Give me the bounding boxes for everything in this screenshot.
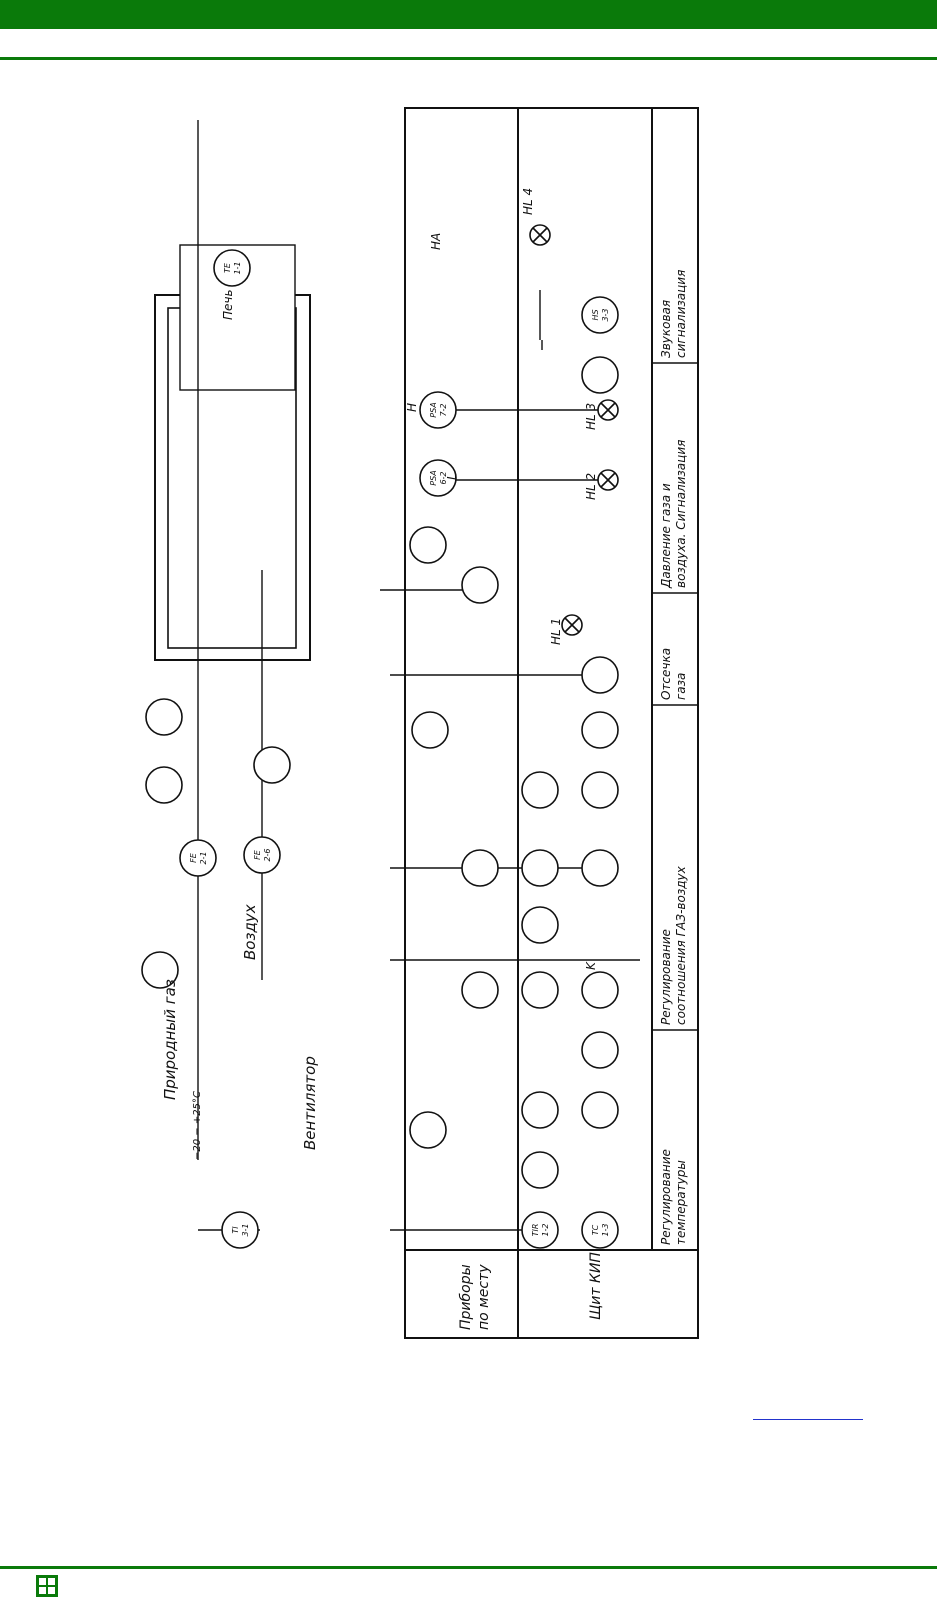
k-mark: K — [584, 961, 598, 970]
tag-ti-3-1: TI — [231, 1226, 240, 1234]
instrumentation-diagram: Печь Природный газ −20 − +25°С Воздух Ве… — [141, 107, 699, 1339]
section-temp-2: температуры — [674, 1160, 688, 1245]
tag-psa-7-2-num: 7-2 — [439, 403, 448, 416]
section-cutoff-1: Отсечка — [659, 648, 673, 700]
field-label-1: Приборы — [458, 1264, 474, 1330]
tag-tir-1-2-num: 1-2 — [541, 1223, 550, 1236]
tag-psa-6-2: PSA — [429, 470, 438, 485]
hl1-label: HL 1 — [549, 618, 563, 645]
l-mark: L — [445, 473, 459, 480]
tag-fe-2-1-num: 2-1 — [199, 851, 208, 864]
h-mark: H — [405, 403, 419, 412]
tag-ti-3-1-num: 3-1 — [241, 1223, 250, 1236]
tag-hs-3-3: HS — [591, 309, 600, 320]
tag-tc-1-3-num: 1-3 — [601, 1223, 610, 1236]
hl3-label: HL 3 — [584, 403, 598, 430]
footer-divider — [0, 1566, 937, 1569]
tag-fe-2-1: FE — [189, 852, 198, 863]
section-sound-2: сигнализация — [674, 270, 688, 358]
tag-te-1-1-num: 1-1 — [233, 261, 242, 274]
tag-fe-2-6-num: 2-6 — [263, 848, 272, 861]
panel-label: Щит КИП — [588, 1252, 604, 1320]
section-sound-1: Звуковая — [659, 300, 673, 358]
section-press-2: воздуха. Сигнализация — [674, 440, 688, 588]
section-ratio-2: соотношения ГАЗ-воздух — [674, 865, 688, 1025]
furnace-label: Печь — [221, 289, 235, 320]
field-label-2: по месту — [476, 1264, 492, 1330]
hl4-label: HL 4 — [521, 188, 535, 215]
ha-label: HA — [429, 233, 443, 250]
section-press-1: Давление газа и — [659, 483, 673, 589]
tag-fe-2-6: FE — [253, 849, 262, 860]
air-label: Воздух — [241, 904, 259, 960]
tag-psa-7-2: PSA — [429, 402, 438, 417]
fan-label: Вентилятор — [301, 1056, 319, 1150]
tag-tir-1-2: TIR — [531, 1224, 540, 1237]
gas-temp-label: −20 − +25°С — [192, 1091, 203, 1160]
tag-te-1-1: TE — [223, 262, 232, 273]
header-bar — [0, 0, 937, 29]
gas-label: Природный газ — [161, 979, 179, 1100]
section-cutoff-2: газа — [674, 673, 688, 700]
hl2-label: HL 2 — [584, 473, 598, 500]
section-ratio-1: Регулирование — [659, 929, 673, 1025]
logo-icon — [36, 1575, 58, 1597]
section-temp-1: Регулирование — [659, 1149, 673, 1245]
header-divider — [0, 57, 937, 60]
panel-frame — [404, 107, 699, 1339]
tag-psa-6-2-num: 6-2 — [439, 471, 448, 484]
tag-tc-1-3: TC — [591, 1224, 600, 1235]
footer-link-underline[interactable] — [753, 1419, 863, 1420]
tag-hs-3-3-num: 3-3 — [601, 308, 610, 321]
